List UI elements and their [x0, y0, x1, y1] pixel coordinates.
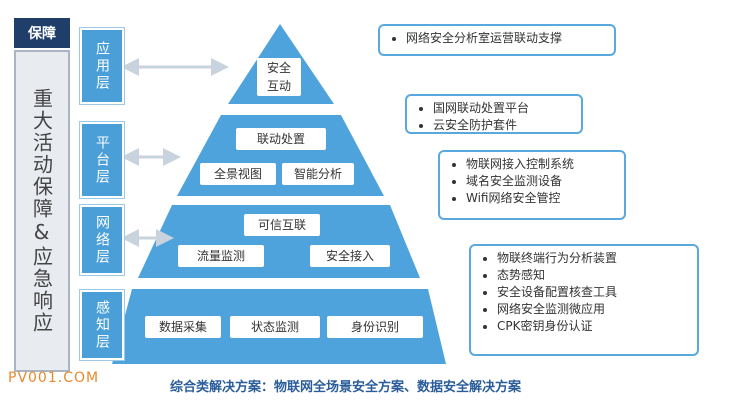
box-data-collection: 数据采集: [145, 316, 221, 338]
callout-platform: 国网联动处置平台 云安全防护套件: [405, 94, 583, 134]
box-linkage-handling: 联动处置: [236, 128, 326, 150]
callout-network: 物联网接入控制系统 域名安全监测设备 Wifi网络安全管控: [438, 150, 626, 220]
layer-label-network: 网络层: [80, 205, 124, 275]
callout-item: 物联网接入控制系统: [466, 156, 614, 173]
box-smart-analysis: 智能分析: [282, 163, 354, 185]
guarantee-column-text: 重大活动保障&应急响应: [29, 88, 54, 334]
box-traffic-monitor: 流量监测: [178, 245, 264, 267]
callout-application: 网络安全分析室运营联动支撑: [378, 24, 616, 56]
footer-solutions: 综合类解决方案：物联网全场景安全方案、数据安全解决方案: [170, 380, 522, 395]
watermark: PV001.COM: [8, 370, 100, 386]
box-identity-recognition: 身份识别: [327, 316, 423, 338]
box-security-interaction: 安全互动: [257, 58, 301, 96]
box-secure-access: 安全接入: [310, 245, 390, 267]
box-panorama-view: 全景视图: [200, 163, 276, 185]
callout-item: 国网联动处置平台: [433, 100, 571, 117]
callout-item: 网络安全分析室运营联动支撑: [406, 30, 604, 47]
box-status-monitor: 状态监测: [230, 316, 320, 338]
callout-item: Wifi网络安全管控: [466, 190, 614, 207]
guarantee-column: 重大活动保障&应急响应: [14, 50, 70, 372]
callout-item: 态势感知: [497, 267, 687, 284]
guarantee-tab: 保障: [14, 18, 70, 48]
box-trusted-interconnect: 可信互联: [244, 214, 320, 236]
callout-item: CPK密钥身份认证: [497, 318, 687, 335]
callout-perception: 物联终端行为分析装置 态势感知 安全设备配置核查工具 网络安全监测微应用 CPK…: [469, 244, 699, 356]
layer-label-perception: 感知层: [80, 290, 124, 360]
callout-item: 网络安全监测微应用: [497, 301, 687, 318]
layer-label-application: 应用层: [80, 28, 124, 104]
callout-item: 云安全防护套件: [433, 117, 571, 134]
callout-item: 安全设备配置核查工具: [497, 284, 687, 301]
callout-item: 域名安全监测设备: [466, 173, 614, 190]
callout-item: 物联终端行为分析装置: [497, 250, 687, 267]
layer-label-platform: 平台层: [80, 122, 124, 198]
